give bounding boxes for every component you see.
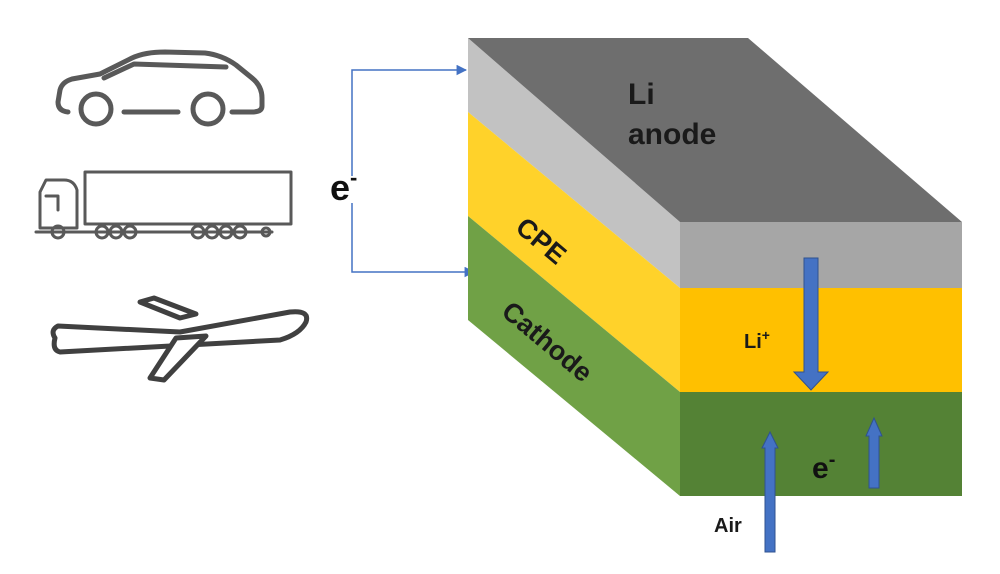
anode-label-line1: Li: [628, 78, 655, 111]
anode-label-line2: anode: [628, 118, 716, 151]
electron-left-base: e: [330, 167, 350, 208]
electron-label-left: e-: [330, 165, 357, 208]
electron-left-sup: -: [350, 165, 357, 190]
cathode-front-face: [680, 392, 962, 496]
air-label: Air: [714, 515, 742, 537]
truck-icon: [34, 170, 293, 240]
car-icon: [55, 49, 265, 127]
anode-front-face: [680, 222, 962, 288]
li-ion-base: Li: [744, 331, 762, 353]
anode-top-face: [468, 38, 962, 222]
airplane-icon: [50, 295, 310, 383]
cpe-side-face: [468, 112, 680, 392]
li-ion-sup: +: [762, 327, 770, 343]
electron-arrow: [865, 416, 883, 489]
electron-right-sup: -: [829, 449, 836, 471]
anode-side-face: [468, 38, 680, 288]
electron-label-right: e-: [812, 449, 835, 485]
electron-right-base: e: [812, 452, 829, 485]
cathode-side-face: [468, 216, 680, 496]
external-circuit-wire: [351, 64, 476, 278]
air-arrow: [761, 430, 779, 553]
li-ion-arrow: [792, 257, 830, 391]
li-ion-label: Li+: [744, 327, 770, 353]
anode-label: Li anode: [628, 78, 716, 151]
